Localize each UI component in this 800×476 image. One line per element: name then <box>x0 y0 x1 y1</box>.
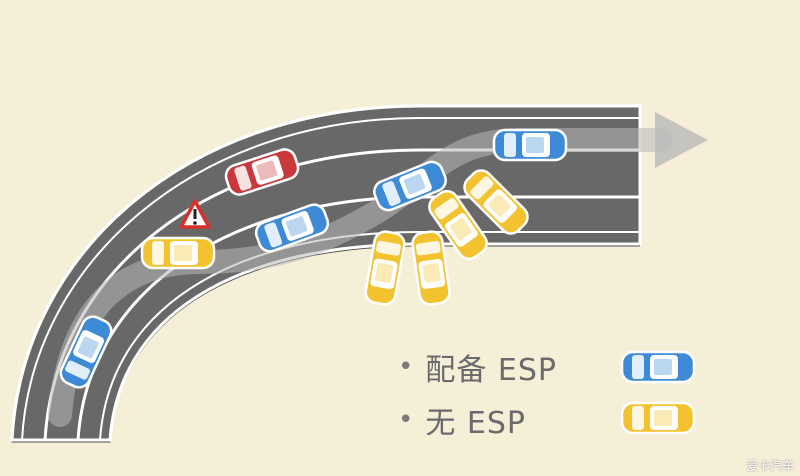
car-icon <box>140 236 216 270</box>
warning-triangle-icon <box>179 199 211 229</box>
legend-car-no-esp <box>620 401 696 435</box>
lane-line-edge-in <box>21 117 640 441</box>
legend-item-esp: • 配备 ESP <box>398 345 557 389</box>
legend-car-esp <box>620 350 696 384</box>
legend-item-no-esp: • 无 ESP <box>398 398 526 442</box>
legend-label-esp: 配备 ESP <box>425 353 557 388</box>
car-icon <box>492 128 568 162</box>
legend-label-no-esp: 无 ESP <box>425 406 526 441</box>
watermark: 爱卡汽车 <box>745 459 794 473</box>
legend-bullet: • <box>398 352 414 382</box>
lane-line-edge-out <box>99 231 640 441</box>
direction-arrow-icon <box>655 112 708 168</box>
vehicle-path <box>48 128 672 427</box>
legend-bullet: • <box>398 405 414 435</box>
